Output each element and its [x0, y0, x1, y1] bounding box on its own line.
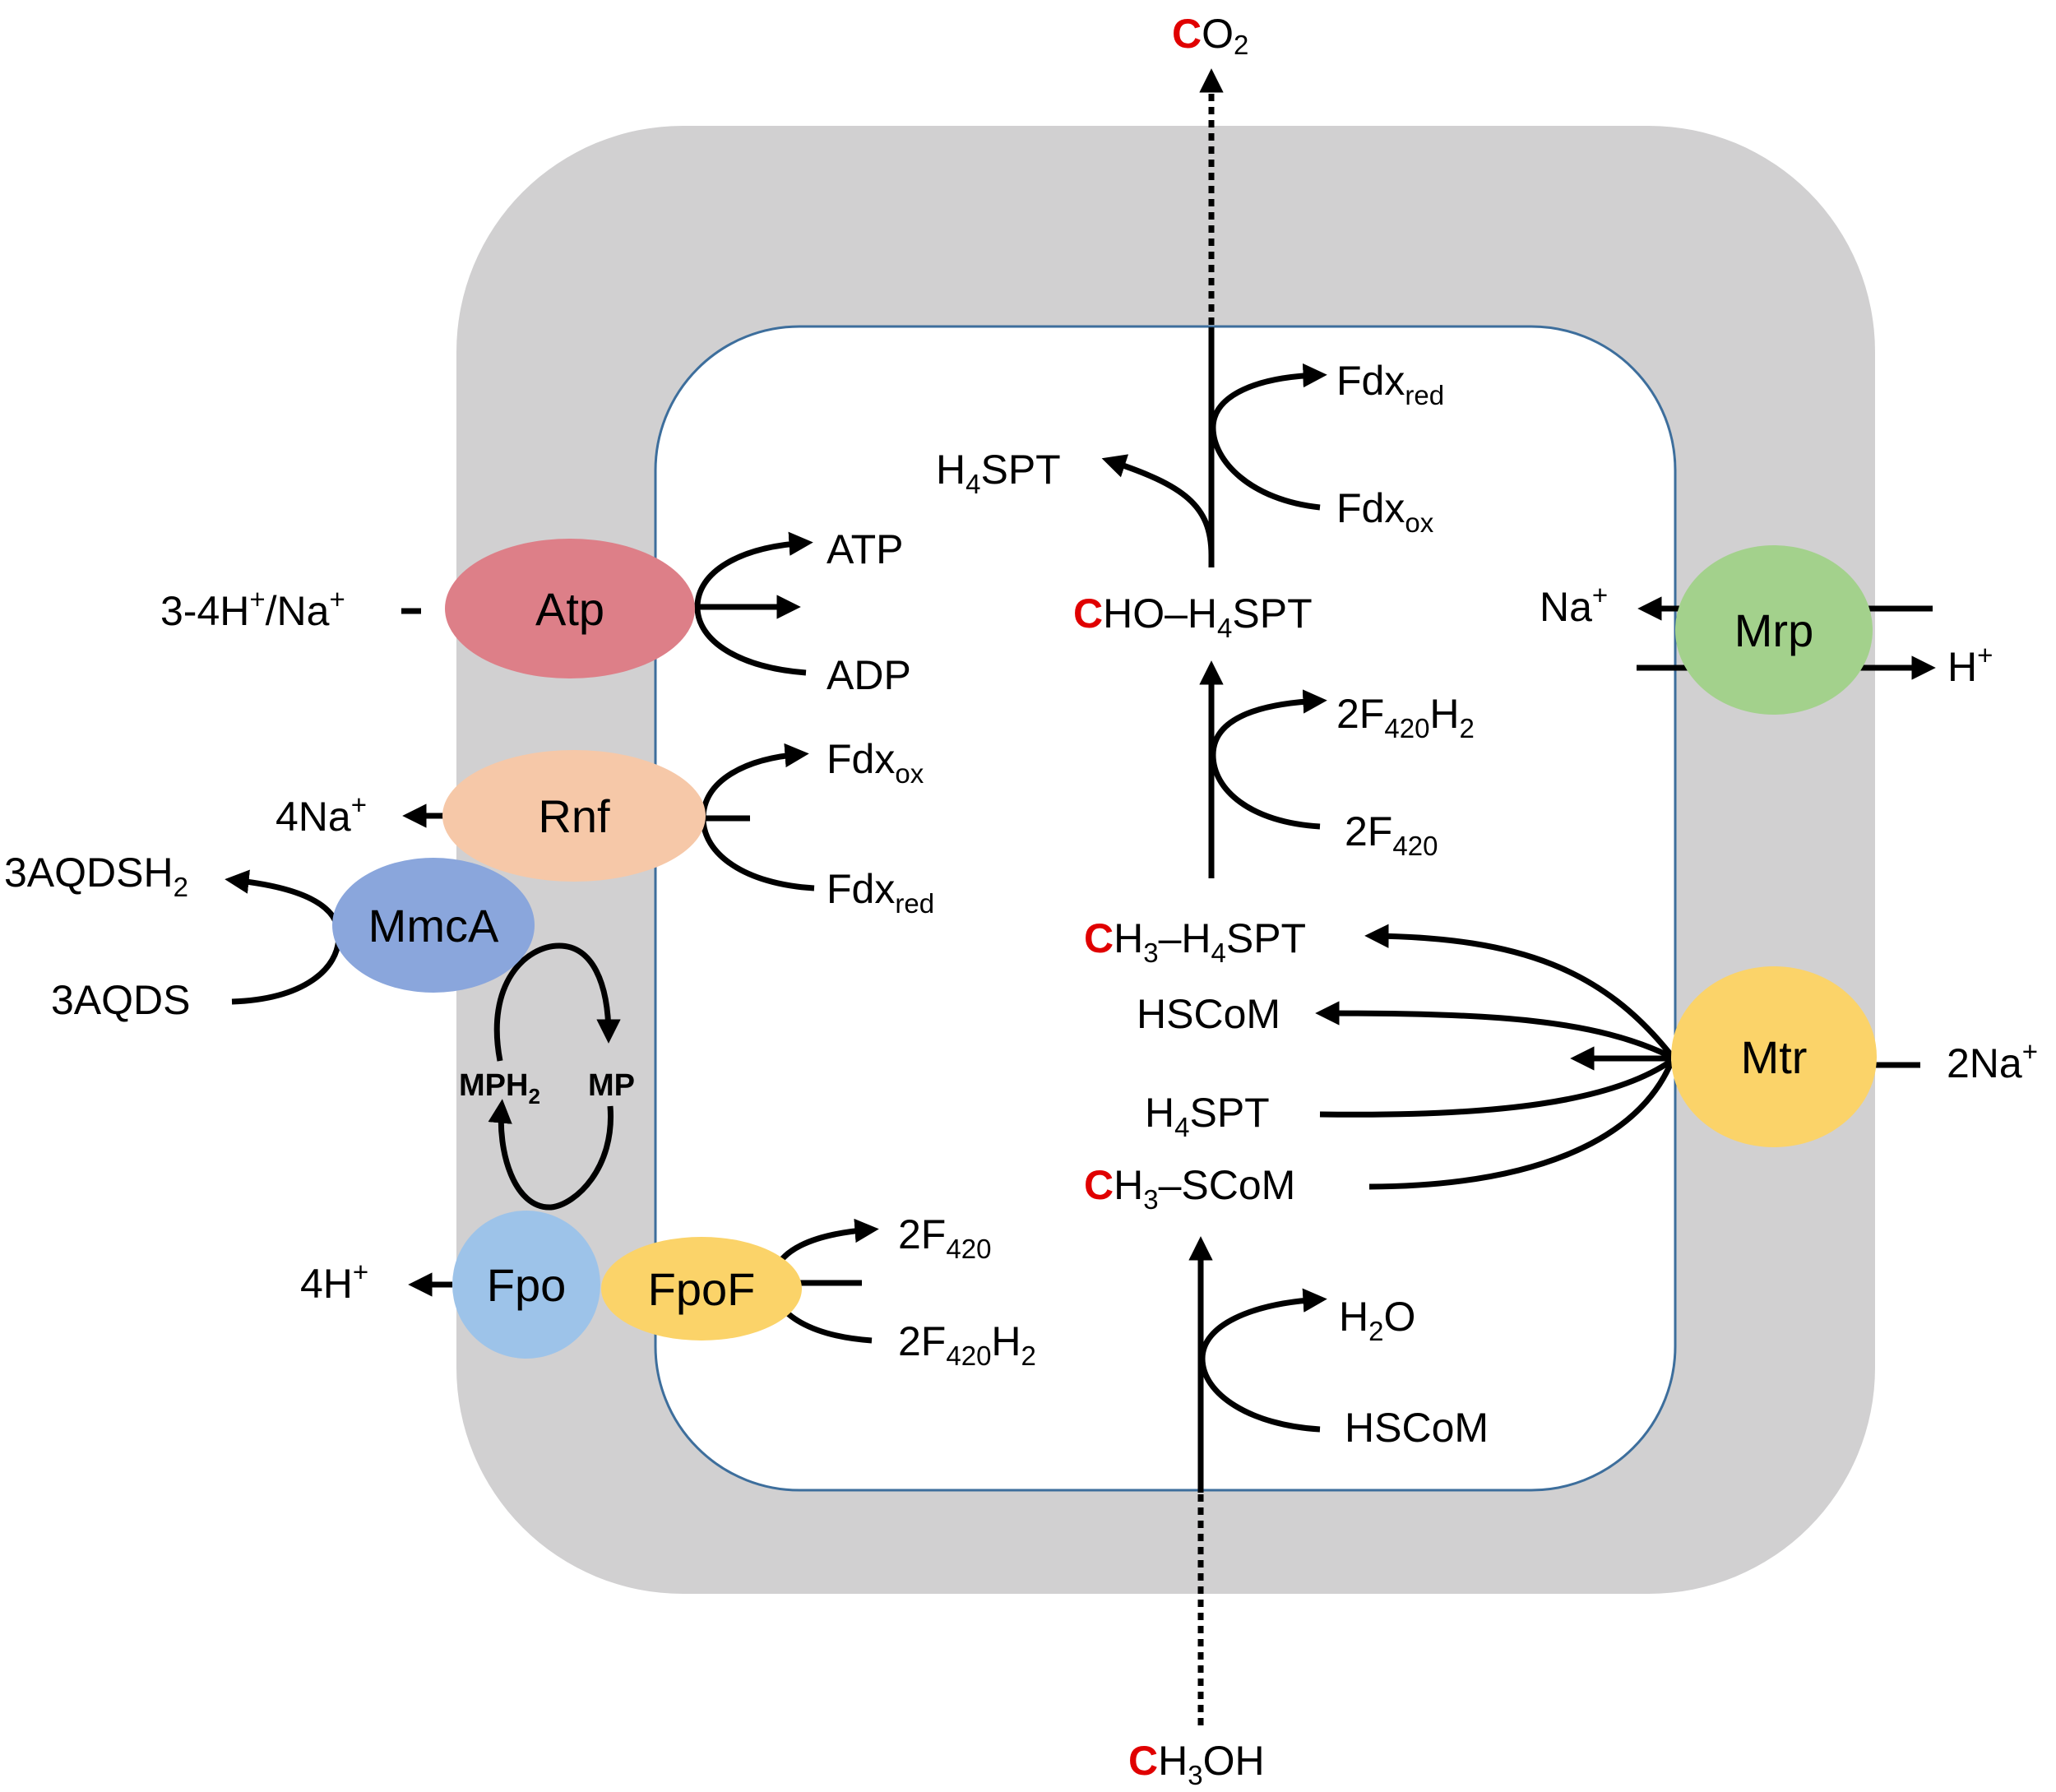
cho-h4spt-label: CHO–H4SPT [1073, 590, 1313, 643]
f420-fpo-label: 2F420 [898, 1211, 991, 1264]
atp-label: ATP [827, 526, 904, 572]
rnf-complex-ellipse [442, 750, 706, 882]
fpo-complex-ellipse [452, 1211, 600, 1359]
h4spt-release-arrow [1101, 454, 1215, 556]
fpo-complex: Fpo [452, 1211, 600, 1359]
proton-fpo-label: 4H+ [300, 1257, 368, 1307]
water-label: H2O [1339, 1294, 1415, 1346]
hscom-bottom-label: HSCoM [1345, 1405, 1489, 1451]
f420h2-fpo-label: 2F420H2 [898, 1318, 1036, 1371]
fpof-subunit: FpoF [601, 1237, 802, 1341]
h4spt-mid-label: H4SPT [1145, 1090, 1270, 1142]
atp-synthase: Atp [445, 539, 695, 678]
mph2-oxidation-arc-arrow [488, 1099, 614, 1211]
mtr-methyltransferase: Mtr [1671, 966, 1877, 1147]
sodium-rnf-label: 4Na+ [276, 789, 367, 840]
f420-reduction-mid-arrow [1210, 689, 1327, 830]
aqds-label: 3AQDS [51, 977, 191, 1023]
f420h2-mid-label: 2F420H2 [1336, 691, 1475, 743]
mtr-methyltransferase-label: Mtr [1741, 1031, 1808, 1083]
adp-label: ADP [827, 652, 911, 698]
mtr-to-ch3h4spt-arrow [1364, 924, 1674, 1058]
rnf-complex: Rnf [442, 750, 706, 882]
ch3-scom-label: CH3–SCoM [1084, 1162, 1295, 1215]
co2-label: CO2 [1172, 11, 1248, 60]
proton-mrp-label: H+ [1947, 640, 1993, 690]
water-release-arrow [1199, 1288, 1327, 1433]
cytoplasm [654, 325, 1677, 1492]
mrp-antiporter-label: Mrp [1734, 604, 1813, 656]
h4spt-top-label: H4SPT [936, 447, 1061, 499]
mmca-cytochrome-ellipse [332, 858, 535, 993]
mtr-to-hscom-arrow [1315, 1001, 1673, 1060]
atp-synthase-label: Atp [535, 583, 604, 635]
mrp-antiporter: Mrp [1675, 545, 1873, 715]
sodium-mtr-label: 2Na+ [1947, 1036, 2038, 1086]
fdx-ox-top-label: Fdxox [1336, 485, 1434, 538]
mph2-label: MPH2 [459, 1068, 540, 1109]
ch3scom-to-mtr-line [1368, 1061, 1674, 1190]
mmca-cytochrome: MmcA [332, 858, 535, 993]
mmca-cytochrome-label: MmcA [368, 900, 499, 952]
h4spt-to-mtr-line [1319, 1058, 1673, 1118]
fpof-subunit-ellipse [601, 1237, 802, 1341]
hscom-mid-label: HSCoM [1137, 991, 1280, 1037]
f420-mid-label: 2F420 [1345, 808, 1438, 861]
aqds-reduction-arrow [225, 869, 342, 1005]
fdx-ox-rnf-label: Fdxox [827, 736, 924, 789]
sodium-mrp-label: Na+ [1540, 580, 1608, 630]
mp-label: MP [588, 1068, 635, 1103]
fdx-red-top-label: Fdxred [1336, 358, 1444, 410]
adp-to-atp-arrow [694, 531, 813, 676]
fpof-subunit-label: FpoF [648, 1263, 756, 1315]
fpo-complex-label: Fpo [487, 1259, 567, 1311]
rnf-complex-label: Rnf [538, 790, 610, 842]
proton-sodium-atp-label: 3-4H+/Na+ [160, 584, 345, 634]
atp-synthase-ellipse [445, 539, 695, 678]
fdx-reduction-top-arrow [1210, 363, 1327, 511]
ch3-h4spt-label: CH3–H4SPT [1084, 915, 1306, 968]
aqdsh2-label: 3AQDSH2 [4, 850, 188, 902]
methanol-label: CH3OH [1128, 1738, 1265, 1790]
mtr-methyltransferase-ellipse [1671, 966, 1877, 1147]
mp-reduction-arc-arrow [493, 942, 621, 1062]
fdx-red-rnf-label: Fdxred [827, 866, 934, 919]
mrp-antiporter-ellipse [1675, 545, 1873, 715]
